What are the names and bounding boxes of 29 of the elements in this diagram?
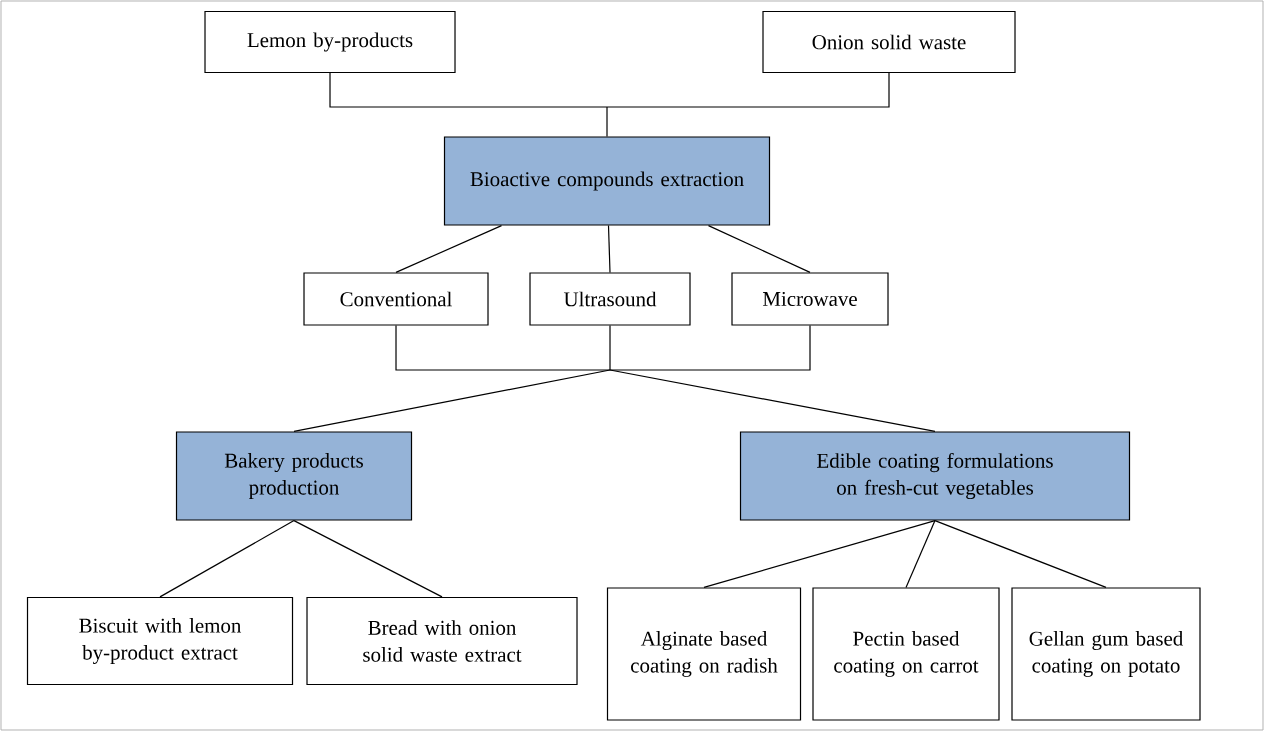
connector-line	[395, 325, 611, 371]
item-box: Conventional	[303, 272, 489, 326]
connector-line	[159, 520, 295, 598]
connector-line	[609, 325, 811, 371]
connector-line	[395, 225, 503, 273]
connector-line	[293, 369, 611, 432]
connector-line	[607, 225, 611, 273]
connector-line	[934, 520, 1107, 588]
connector-line	[293, 520, 443, 598]
item-box: Ultrasound	[529, 272, 691, 326]
connector-line	[609, 369, 936, 432]
process-box: Bioactive compounds extraction	[443, 136, 771, 226]
item-box: Onion solid waste	[762, 10, 1016, 74]
connector-line	[905, 520, 936, 588]
item-box: Lemon by-products	[204, 10, 456, 74]
item-box: Alginate based coating on radish	[606, 587, 802, 721]
item-box: Biscuit with lemon by-product extract	[26, 596, 294, 686]
process-box: Bakery products production	[175, 431, 413, 521]
item-box: Pectin based coating on carrot	[812, 587, 1000, 721]
connector-line	[707, 225, 811, 273]
connector-line	[329, 72, 608, 108]
item-box: Gellan gum based coating on potato	[1011, 587, 1201, 721]
connector-line	[703, 520, 936, 588]
item-box: Microwave	[731, 272, 889, 326]
connector-line	[606, 72, 890, 108]
connector-line	[609, 325, 611, 371]
item-box: Bread with onion solid waste extract	[306, 596, 578, 686]
connector-line	[606, 106, 608, 137]
process-box: Edible coating formulations on fresh-cut vegetables	[739, 431, 1131, 521]
